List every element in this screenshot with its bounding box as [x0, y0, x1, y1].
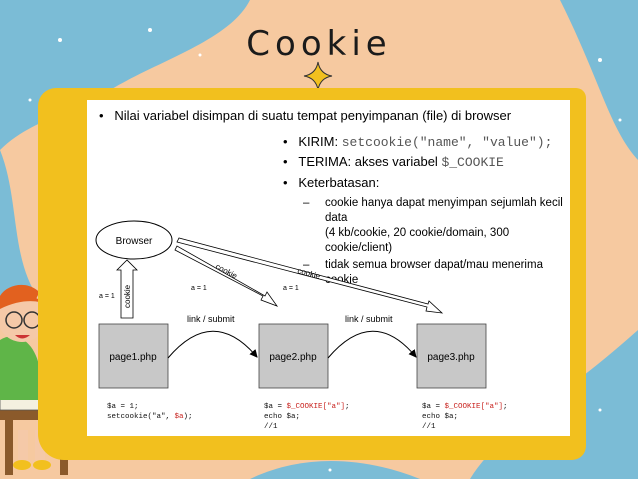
limit-dash-2: –: [303, 259, 310, 271]
limit-1-line4: cookie/client): [325, 242, 393, 254]
browser-node: [95, 220, 173, 260]
code-page2: $a = $_COOKIE["a"]; echo $a; //1: [264, 403, 350, 431]
code-page3: $a = $_COOKIE["a"]; echo $a; //1: [422, 403, 508, 431]
link-label-1: link / submit: [187, 314, 235, 324]
cookie-arrow-page2: [174, 245, 279, 307]
bullet-kirim: • KIRIM: setcookie("name", "value");: [283, 134, 553, 150]
page1-label: page1.php: [109, 352, 157, 363]
limit-1-line2: data: [325, 212, 348, 224]
limit-1-line3: (4 kb/cookie, 20 cookie/domain, 300: [325, 227, 510, 239]
cookie-arrow-page2-label: cookie: [214, 262, 239, 281]
page2-box: [258, 323, 329, 389]
sparkle-icon: [303, 61, 333, 91]
main-bullet: • Nilai variabel disimpan di suatu tempa…: [99, 108, 512, 123]
cookie-up-label: cookie: [123, 284, 132, 308]
a-eq-1-mid: a = 1: [191, 285, 207, 292]
a-eq-1-left: a = 1: [99, 293, 115, 300]
page3-label: page3.php: [427, 352, 475, 363]
page1-box: [98, 323, 169, 389]
page-title: Cookie: [246, 24, 392, 64]
page2-label: page2.php: [269, 352, 317, 363]
cookie-flow-diagram: Browser cookie cookie cookie a = 1 a = 1…: [95, 220, 487, 389]
limit-1-line1: cookie hanya dapat menyimpan sejumlah ke…: [325, 197, 563, 209]
browser-label: Browser: [116, 236, 153, 247]
page3-box: [416, 323, 487, 389]
link-label-2: link / submit: [345, 314, 393, 324]
code-page1: $a = 1; setcookie("a", $a);: [107, 403, 193, 421]
link-arrow-1: [167, 330, 258, 359]
bullet-keterbatasan: • Keterbatasan:: [283, 175, 380, 190]
slide-content: • Nilai variabel disimpan di suatu tempa…: [87, 100, 570, 436]
a-eq-1-right: a = 1: [283, 285, 299, 292]
cookie-up-arrow: [116, 259, 138, 319]
limit-dash-1: –: [303, 197, 310, 209]
limit-2-line1: tidak semua browser dapat/mau menerima: [325, 259, 543, 271]
link-arrow-2: [327, 330, 417, 359]
bullet-terima: • TERIMA: akses variabel $_COOKIE: [283, 154, 504, 170]
cookie-arrow-page3-label: cookie: [296, 266, 321, 281]
cookie-arrow-page3: [176, 237, 444, 314]
